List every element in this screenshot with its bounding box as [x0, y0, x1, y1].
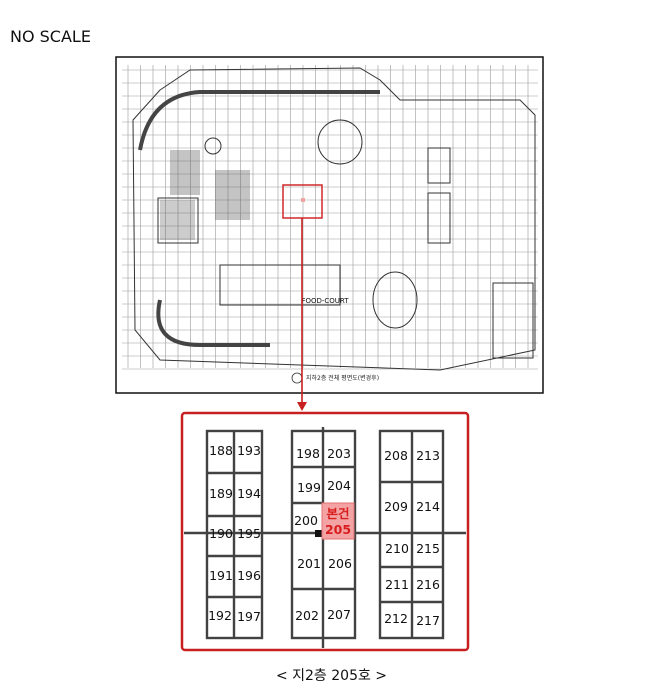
unit-label: 216: [416, 577, 440, 592]
arrow-head-icon: [297, 402, 307, 411]
unit-labels: 188 189 190 191 192 193 194 195 196 197 …: [208, 443, 440, 628]
overall-floor-plan: FOOD-COURT 지하2층 전체 평면도(변경후): [115, 56, 544, 394]
food-court-label: FOOD-COURT: [301, 297, 349, 305]
unit-label: 201: [297, 556, 321, 571]
unit-label: 204: [327, 478, 351, 493]
unit-label: 208: [384, 448, 408, 463]
unit-label: 193: [237, 443, 261, 458]
unit-label: 202: [295, 608, 319, 623]
plan-title: 지하2층 전체 평면도(변경후): [306, 374, 379, 382]
subject-label: 본건: [326, 506, 349, 521]
unit-label: 196: [237, 568, 261, 583]
unit-label: 209: [384, 499, 408, 514]
subject-marker: [301, 198, 305, 202]
unit-label: 207: [327, 607, 351, 622]
unit-label: 198: [296, 446, 320, 461]
scale-note: NO SCALE: [10, 27, 91, 46]
unit-label: 213: [416, 448, 440, 463]
unit-label: 195: [237, 526, 261, 541]
unit-label: 199: [297, 480, 321, 495]
unit-label: 210: [385, 541, 409, 556]
unit-label: 217: [416, 613, 440, 628]
unit-label: 212: [384, 611, 408, 626]
unit-label: 194: [237, 486, 261, 501]
unit-label: 197: [237, 609, 261, 624]
unit-label: 188: [209, 443, 233, 458]
unit-label: 215: [416, 541, 440, 556]
unit-label: 192: [208, 608, 232, 623]
unit-label: 214: [416, 499, 440, 514]
unit-label: 206: [328, 556, 352, 571]
subject-unit-badge: 본건 205: [321, 502, 355, 540]
unit-label: 211: [385, 577, 409, 592]
unit-label: 190: [209, 526, 233, 541]
figure-caption: < 지2층 205호 >: [275, 668, 388, 684]
unit-label: 203: [327, 446, 351, 461]
detail-plan: 188 189 190 191 192 193 194 195 196 197 …: [180, 411, 470, 652]
unit-label: 189: [209, 486, 233, 501]
unit-label: 200: [294, 513, 318, 528]
unit-label: 191: [209, 568, 233, 583]
subject-unit-number: 205: [325, 522, 351, 537]
